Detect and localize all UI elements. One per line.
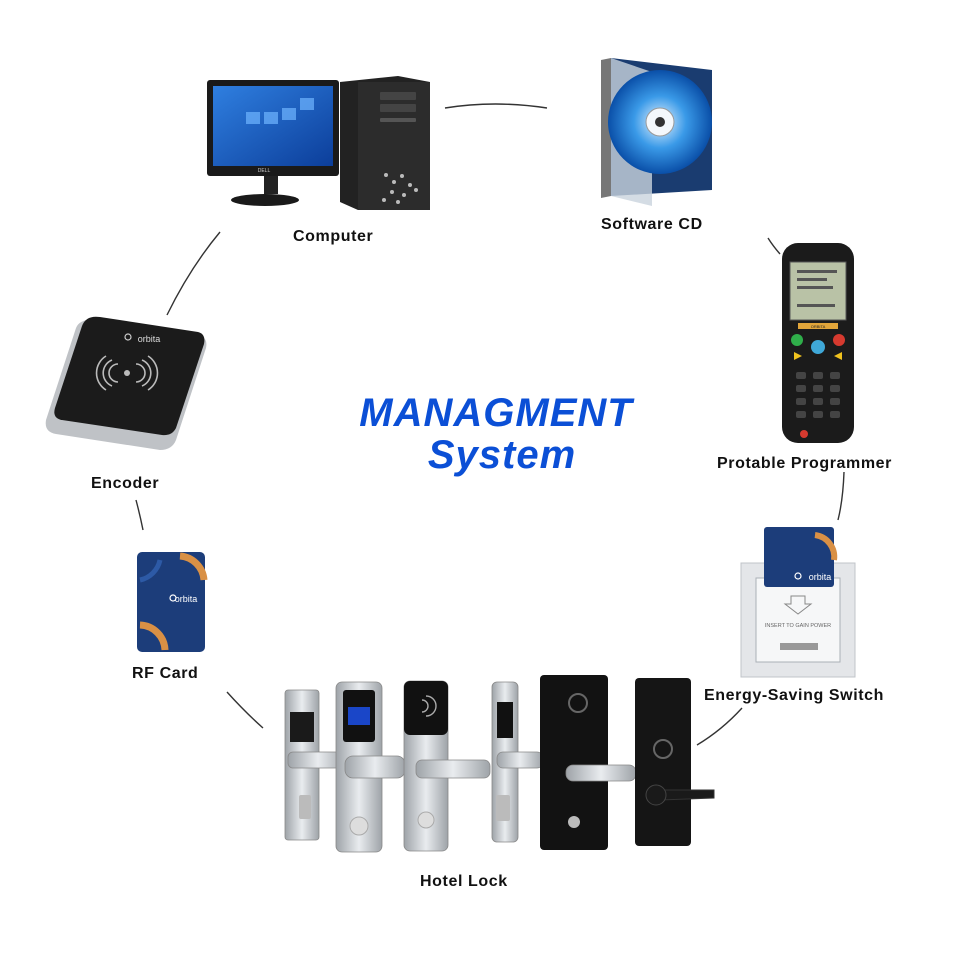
connector-lines — [135, 103, 845, 746]
label-computer: Computer — [293, 228, 373, 245]
portable-programmer-illustration: ORBITA — [782, 243, 854, 443]
connector-programmer-switch — [837, 471, 845, 521]
connector-computer-cd — [444, 103, 548, 109]
rf-card-illustration: orbita — [137, 552, 208, 652]
label-energy-saving-switch: Energy-Saving Switch — [704, 687, 884, 704]
connector-switch-lock — [696, 707, 743, 746]
connector-encoder-card — [135, 499, 144, 531]
encoder-brand: orbita — [138, 334, 161, 344]
switch-card-brand: orbita — [809, 572, 832, 582]
label-encoder: Encoder — [91, 475, 159, 492]
title-line-2: System — [428, 433, 576, 477]
connector-encoder-computer — [166, 231, 221, 316]
title-line-1: MANAGMENT — [359, 391, 635, 435]
monitor-brand-text: DELL — [258, 168, 271, 174]
encoder-illustration: orbita — [45, 316, 207, 450]
computer-illustration: DELL — [207, 76, 430, 210]
hotel-locks-illustration — [284, 675, 715, 853]
switch-instruction-text: INSERT TO GAIN POWER — [765, 623, 831, 629]
label-hotel-lock: Hotel Lock — [420, 873, 508, 890]
connector-cd-programmer — [767, 237, 781, 255]
label-portable-programmer: Protable Programmer — [717, 455, 892, 472]
label-software-cd: Software CD — [601, 216, 703, 233]
programmer-tag-text: ORBITA — [811, 324, 826, 329]
software-cd-illustration — [601, 58, 712, 206]
label-rf-card: RF Card — [132, 665, 198, 682]
energy-saving-switch-illustration: orbita INSERT TO GAIN POWER — [740, 527, 856, 678]
connector-card-lock — [226, 691, 264, 729]
rf-card-brand: orbita — [175, 594, 198, 604]
